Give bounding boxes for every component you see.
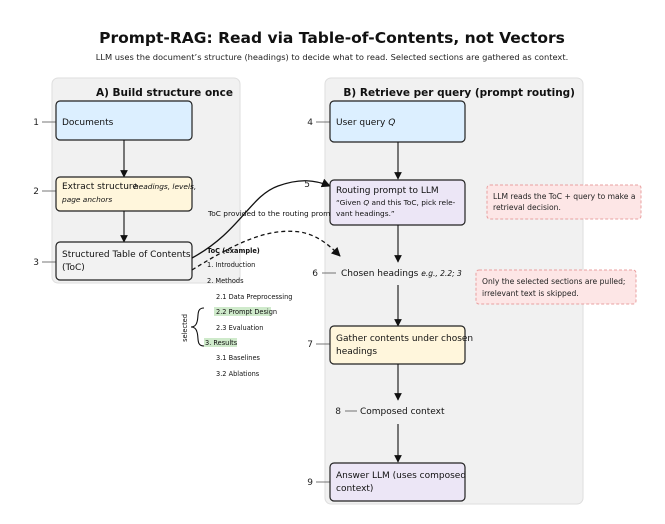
step-2-label: Extract structure [62, 182, 138, 192]
step-1-number: 1 [33, 118, 39, 128]
step-9-line-2: context) [336, 484, 373, 494]
step-5-line-1: Routing prompt to LLM [336, 186, 439, 196]
step-3-line-2: (ToC) [62, 263, 85, 273]
step-3-toc-box [55, 241, 193, 281]
toc-item: 3.1 Baselines [216, 354, 261, 362]
toc-highlight-3 [204, 338, 237, 347]
toc-item: 1. Introduction [207, 261, 255, 269]
page-title: Prompt-RAG: Read via Table-of-Contents, … [99, 29, 565, 47]
toc-highlight-2-2 [214, 307, 271, 316]
note-selection [475, 269, 637, 305]
note-routing-line-2: retrieval decision. [493, 203, 561, 212]
step-8-label: Composed context [360, 407, 445, 417]
note-selection-line-2: irrelevant text is skipped. [482, 289, 579, 298]
page-subtitle: LLM uses the document’s structure (headi… [96, 52, 568, 62]
step-7-number: 7 [307, 340, 313, 350]
toc-item: 2.1 Data Preprocessing [216, 293, 292, 301]
step-9-answer-box [329, 462, 466, 502]
note-routing [486, 184, 642, 220]
step-1-label: Documents [62, 118, 114, 128]
panel-left-title: A) Build structure once [96, 87, 233, 99]
step-3-line-1: Structured Table of Contents [62, 250, 191, 260]
step-6-number: 6 [312, 269, 318, 279]
toc-item: 2. Methods [207, 277, 244, 285]
step-5-line-2: “Given Q and this ToC, pick rele- [336, 198, 456, 207]
step-4-number: 4 [307, 118, 313, 128]
edge-label: ToC provided to the routing prompt [207, 209, 338, 218]
panel-right-title: B) Retrieve per query (prompt routing) [343, 87, 575, 99]
note-routing-line-1: LLM reads the ToC + query to make a [493, 192, 636, 201]
step-5-line-3: vant headings.” [336, 209, 395, 218]
step-7-line-1: Gather contents under chosen [336, 334, 473, 344]
toc-example-title: ToC (example) [207, 247, 260, 255]
toc-item: 2.2 Prompt Design [216, 308, 277, 316]
step-2-detail-2: page anchors [61, 195, 112, 204]
step-4-label: User query Q [336, 118, 395, 128]
step-2-number: 2 [33, 187, 39, 197]
step-6-label: Chosen headings e.g., 2.2; 3 [341, 269, 462, 279]
step-7-line-2: headings [336, 347, 377, 357]
step-2-detail-1: headings, levels, [134, 182, 196, 191]
step-9-line-1: Answer LLM (uses composed [336, 471, 466, 481]
edge-toc-to-chosen-dashed [191, 230, 341, 271]
step-9-number: 9 [307, 478, 313, 488]
edge-toc-to-routing [191, 178, 331, 259]
toc-example: ToC (example) 1. Introduction 2. Methods… [181, 247, 292, 378]
note-selection-line-1: Only the selected sections are pulled; [482, 277, 625, 286]
selected-brace [190, 307, 205, 347]
step-5-number: 5 [304, 180, 310, 190]
selected-brace-label: selected [181, 314, 189, 342]
toc-item: 2.3 Evaluation [216, 324, 263, 332]
toc-item: 3.2 Ablations [216, 370, 260, 378]
step-7-gather-box [329, 325, 466, 365]
toc-item: 3. Results [205, 339, 238, 347]
step-8-number: 8 [335, 407, 341, 417]
step-3-number: 3 [33, 258, 39, 268]
